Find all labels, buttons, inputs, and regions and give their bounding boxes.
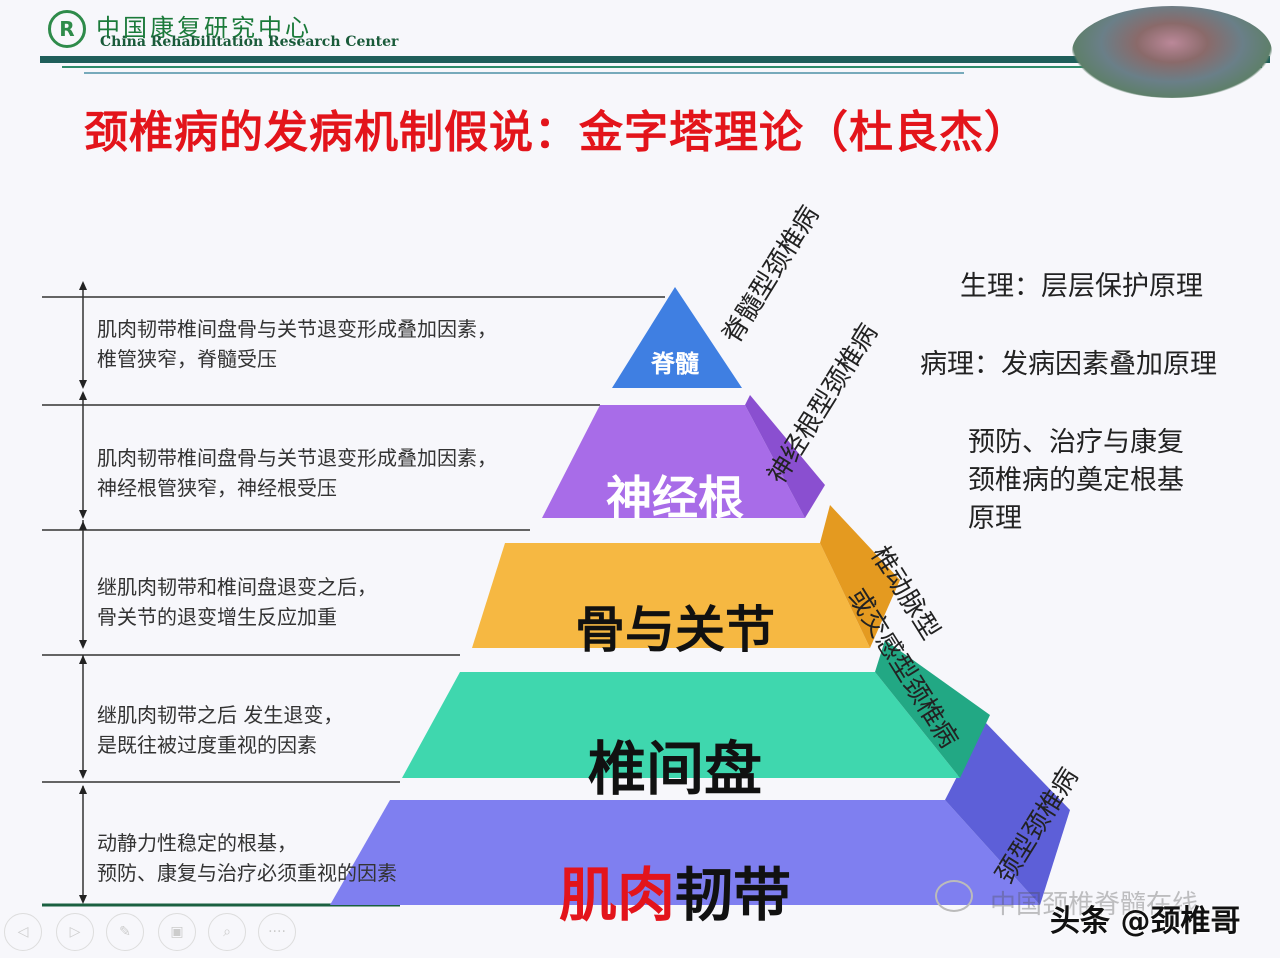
arrow-up-icon xyxy=(79,521,87,530)
page-title: 颈椎病的发病机制假说：金字塔理论（杜良杰） xyxy=(84,107,1029,158)
level-joint-front xyxy=(472,543,870,648)
note-line: 肌肉韧带椎间盘骨与关节退变形成叠加因素， xyxy=(97,446,497,470)
arrow-up-icon xyxy=(79,391,87,400)
note-line: 动静力性稳定的根基， xyxy=(97,831,297,855)
arrow-down-icon xyxy=(79,895,87,904)
header-rule-3 xyxy=(84,72,964,74)
arrow-up-icon xyxy=(79,785,87,794)
note-line: 原理 xyxy=(968,503,1022,534)
note-line: 椎管狭窄，脊髓受压 xyxy=(97,347,277,371)
level-label-muscle-dark: 韧带 xyxy=(675,861,792,929)
note-pathology: 病理：发病因素叠加原理 xyxy=(920,349,1217,380)
note-disc: 继肌肉韧带之后 发生退变， 是既往被过度重视的因素 xyxy=(97,700,343,760)
note-line: 颈椎病的奠定根基 xyxy=(968,465,1184,496)
note-joint: 继肌肉韧带和椎间盘退变之后， 骨关节的退变增生反应加重 xyxy=(97,572,377,632)
arrow-down-icon xyxy=(79,510,87,519)
watermark-main: 头条 @颈椎哥 xyxy=(1050,904,1241,939)
level-label-root: 神经根 xyxy=(606,471,744,525)
note-foundation: 预防、治疗与康复 颈椎病的奠定根基 原理 xyxy=(968,424,1184,538)
level-spinal-cord xyxy=(612,287,742,388)
note-muscle: 动静力性稳定的根基， 预防、康复与治疗必须重视的因素 xyxy=(97,828,397,888)
note-line: 神经根管狭窄，神经根受压 xyxy=(97,476,337,500)
building-photo xyxy=(1072,6,1272,98)
arrow-up-icon xyxy=(79,655,87,664)
level-joint-side xyxy=(820,505,900,648)
level-muscle-front xyxy=(330,800,1040,905)
arrow-down-icon xyxy=(79,380,87,389)
level-label-disc: 椎间盘 xyxy=(587,735,762,803)
header-rule-2 xyxy=(62,66,1262,68)
level-root-side xyxy=(745,395,825,518)
level-disc-front xyxy=(402,672,960,778)
level-label-spinal: 脊髓 xyxy=(651,350,699,378)
note-line: 继肌肉韧带之后 发生退变， xyxy=(97,703,344,727)
arrow-down-icon xyxy=(79,640,87,649)
arrow-down-icon xyxy=(79,770,87,779)
slides-button[interactable]: ▣ xyxy=(158,913,196,951)
logo-icon: R xyxy=(48,10,86,48)
header-rule xyxy=(40,56,1270,63)
logo-cn: 中国康复研究中心 xyxy=(96,14,312,42)
note-line: 是既往被过度重视的因素 xyxy=(97,733,317,757)
logo-en: China Rehabilitation Research Center xyxy=(100,34,399,50)
level-disc-side xyxy=(875,640,990,778)
arrow-up-icon xyxy=(79,281,87,290)
zoom-button[interactable]: ⌕ xyxy=(208,913,246,951)
level-label-muscle: 肌肉韧带 xyxy=(540,848,810,932)
level-root-front xyxy=(542,405,805,518)
note-line: 骨关节的退变增生反应加重 xyxy=(97,605,337,629)
note-physiology: 生理：层层保护原理 xyxy=(960,271,1203,302)
pen-button[interactable]: ✎ xyxy=(106,913,144,951)
note-spinal: 肌肉韧带椎间盘骨与关节退变形成叠加因素， 椎管狭窄，脊髓受压 xyxy=(97,314,497,374)
note-line: 肌肉韧带椎间盘骨与关节退变形成叠加因素， xyxy=(97,317,497,341)
next-slide-button[interactable]: ▷ xyxy=(56,913,94,951)
wechat-icon xyxy=(935,880,973,912)
note-line: 预防、康复与治疗必须重视的因素 xyxy=(97,861,397,885)
note-line: 继肌肉韧带和椎间盘退变之后， xyxy=(97,575,377,599)
more-button[interactable]: ···· xyxy=(258,913,296,951)
prev-slide-button[interactable]: ◁ xyxy=(4,913,42,951)
level-muscle-side xyxy=(945,722,1070,905)
note-root: 肌肉韧带椎间盘骨与关节退变形成叠加因素， 神经根管狭窄，神经根受压 xyxy=(97,443,497,503)
watermark-faded: 中国颈椎脊髓在线 xyxy=(990,890,1199,920)
level-label-muscle-red: 肌肉 xyxy=(558,861,675,929)
level-label-joint: 骨与关节 xyxy=(575,601,775,659)
note-line: 预防、治疗与康复 xyxy=(968,427,1184,458)
